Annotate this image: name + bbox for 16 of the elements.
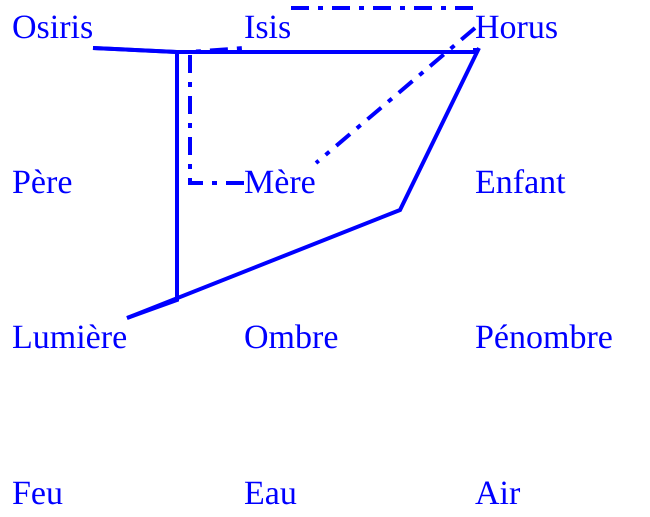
word-label: Isis [244,8,292,48]
word-label: Pénombre [475,318,613,358]
word-label: Osiris [12,8,94,48]
triangle-line [291,6,475,10]
triangle-line [92,46,179,320]
triangle-line [314,26,476,165]
word-label: Mère [244,163,316,203]
word-label: Air [475,474,520,514]
word-label: Eau [244,474,297,514]
word-label: Lumière [12,318,128,358]
word-label: Ombre [244,318,338,358]
triangle-line [188,46,244,185]
word-label: Feu [12,474,63,514]
word-label: Père [12,163,72,203]
word-label: Enfant [475,163,566,203]
word-label: Horus [475,8,558,48]
